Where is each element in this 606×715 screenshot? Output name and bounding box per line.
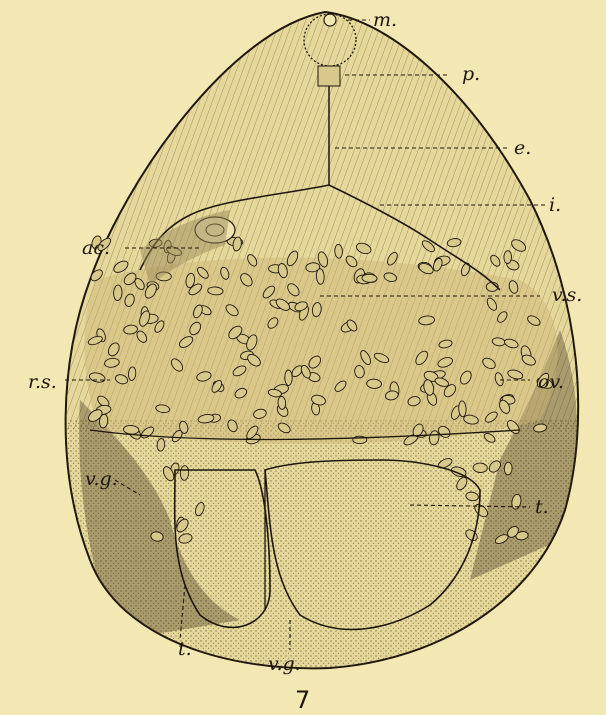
figure-number: 7 [295,686,310,714]
label-vesicula-seminalis: v.s. [552,284,582,306]
egg [180,465,189,480]
egg [504,462,512,475]
egg [362,274,377,283]
label-intestine: i. [549,194,561,216]
label-testis-right: t. [535,496,549,518]
egg [366,379,381,389]
egg [285,370,293,386]
egg [113,285,122,301]
label-receptaculum-seminis: r.s. [28,371,57,393]
label-esophagus: e. [514,137,531,159]
label-ovary: ov. [538,371,564,393]
label-mouth: m. [373,9,397,31]
label-acetabulum: ac. [82,237,110,259]
label-vitelline-gland-bottom: v.g. [268,653,301,675]
pharynx [318,66,340,86]
egg [504,251,512,264]
mouth-opening [324,14,336,26]
egg [334,244,342,258]
label-testis-bottom: t. [178,638,192,660]
label-vitelline-gland-left: v.g. [85,468,118,490]
label-pharynx: p. [462,63,480,85]
egg [473,463,488,473]
